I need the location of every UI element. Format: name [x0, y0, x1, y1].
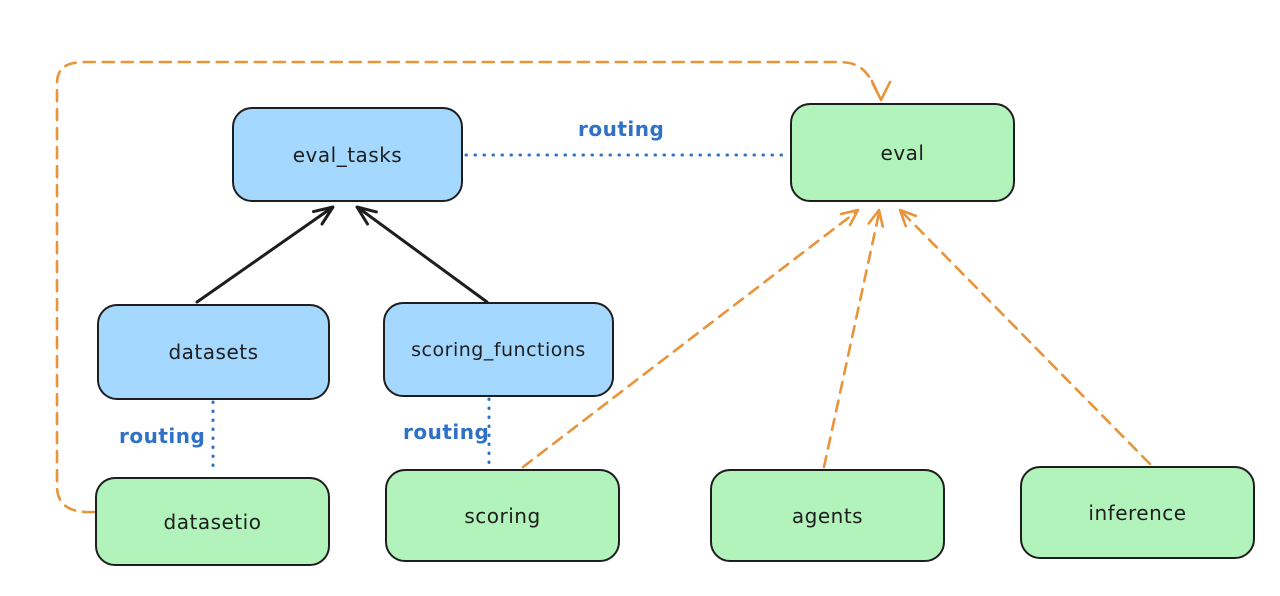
- node-inference-label: inference: [1088, 500, 1187, 525]
- node-scoring: scoring: [385, 469, 620, 562]
- node-scoring-functions: scoring_functions: [383, 302, 614, 397]
- node-datasets: datasets: [97, 304, 330, 400]
- routing-label-eval-tasks-eval: routing: [578, 117, 665, 141]
- edge-datasetio-to-eval: [55, 60, 892, 514]
- node-scoring-label: scoring: [464, 503, 541, 528]
- routing-label-datasets-datasetio: routing: [119, 424, 206, 448]
- edge-inference-to-eval: [898, 208, 1152, 466]
- node-eval-tasks-label: eval_tasks: [292, 142, 403, 167]
- node-eval-tasks: eval_tasks: [232, 107, 463, 202]
- node-datasetio: datasetio: [95, 477, 330, 566]
- edge-datasets-to-eval-tasks: [195, 205, 335, 304]
- edge-scoring-to-eval: [521, 208, 860, 469]
- node-scoring-functions-label: scoring_functions: [411, 338, 586, 361]
- node-datasetio-label: datasetio: [163, 509, 262, 534]
- edge-agents-to-eval: [822, 208, 885, 469]
- routing-label-scoring-functions-scoring: routing: [403, 420, 490, 444]
- node-eval: eval: [790, 103, 1015, 202]
- node-agents: agents: [710, 469, 945, 562]
- node-agents-label: agents: [791, 503, 864, 528]
- node-eval-label: eval: [880, 140, 925, 165]
- node-datasets-label: datasets: [168, 340, 259, 364]
- edge-scoring-functions-to-eval-tasks: [355, 205, 489, 304]
- node-inference: inference: [1020, 466, 1255, 559]
